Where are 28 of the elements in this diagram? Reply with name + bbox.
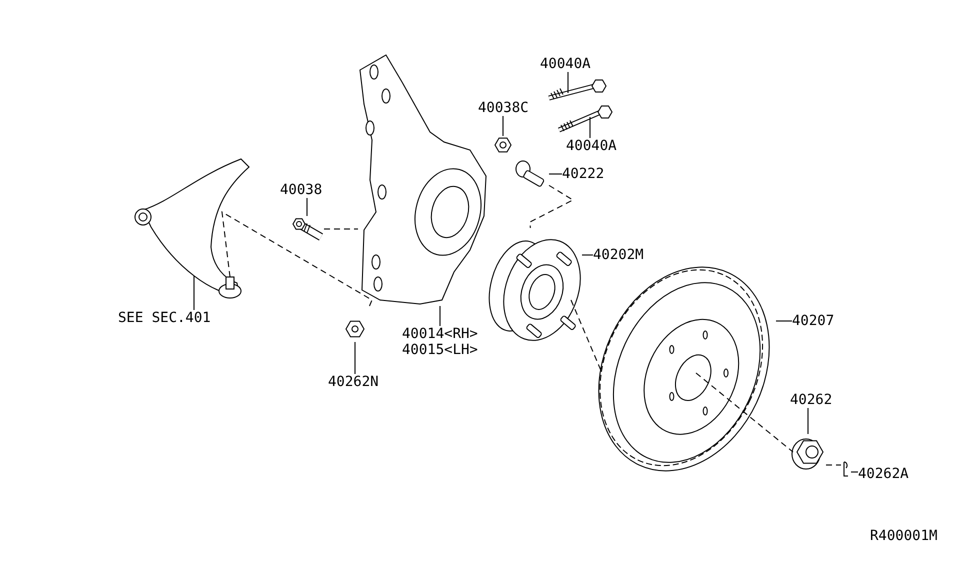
assembly-line: [826, 464, 842, 466]
part-number: 40262: [790, 392, 832, 408]
leader-line: [354, 342, 356, 374]
part-number: 40014<RH>: [402, 326, 478, 342]
part-number: 40222: [562, 166, 604, 182]
bolt-drawing: [555, 104, 613, 134]
assembly-line: [324, 228, 358, 230]
part-number: 40202M: [593, 247, 644, 263]
diagram-code: R400001M: [870, 528, 938, 544]
leader-line: [502, 116, 504, 136]
leader-line: [776, 320, 792, 322]
assembly-line: [696, 372, 794, 452]
cotter-pin-drawing: [841, 460, 851, 478]
part-number: 40038: [280, 182, 322, 198]
part-number: 40040A: [540, 56, 591, 72]
leader-line: [306, 198, 308, 216]
part-number: 40015<LH>: [402, 342, 478, 358]
nut-drawing: [494, 136, 512, 154]
leader-line: [582, 254, 594, 256]
reference-note: SEE SEC.401: [118, 310, 211, 326]
part-number: 40262A: [858, 466, 909, 482]
bolt-drawing: [292, 216, 324, 242]
part-number: 40040A: [566, 138, 617, 154]
part-number: 40207: [792, 313, 834, 329]
assembly-line: [529, 184, 574, 228]
part-number: 40038C: [478, 100, 529, 116]
part-number: 40262N: [328, 374, 379, 390]
assembly-line: [221, 211, 373, 306]
